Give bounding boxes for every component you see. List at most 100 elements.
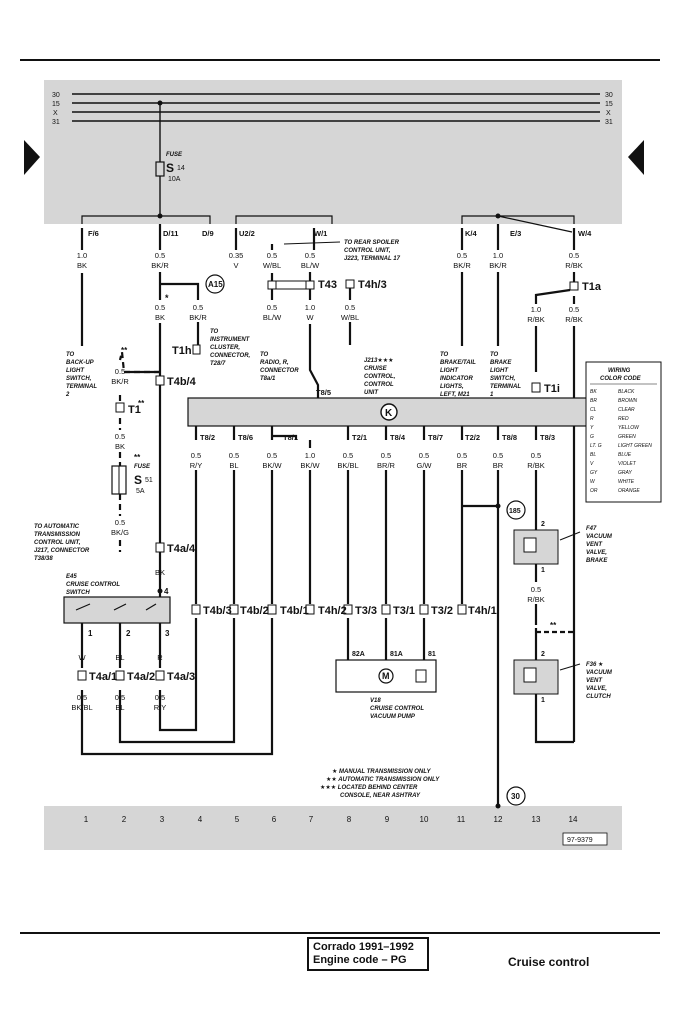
f36-pin-2: 2	[541, 651, 545, 658]
cc-name-2: CLEAR	[618, 407, 635, 413]
col-num-4: 4	[198, 815, 203, 824]
pin-t87: T8/7	[428, 433, 443, 442]
note-bt-4: INDICATOR	[440, 376, 473, 382]
conn-t4a3: T4a/3	[167, 671, 195, 683]
note-f47-3: VENT	[586, 542, 603, 548]
f36-pin-1: 1	[541, 697, 545, 704]
conn-t4b1: T4b/1	[280, 605, 309, 617]
page-title: Cruise control	[508, 955, 590, 969]
cc-abbr-0: BK	[590, 389, 597, 395]
term-d11: D/11	[163, 229, 178, 238]
fuse-s51-number: 51	[145, 477, 153, 484]
note-radio-2: RADIO, R,	[260, 360, 289, 366]
v18-pin-82a: 82A	[352, 651, 365, 658]
note-bt-2: BRAKE/TAIL	[440, 360, 476, 366]
fuse-s51-label: FUSE	[134, 464, 151, 470]
note-v18-3: VACUUM PUMP	[370, 714, 416, 720]
cc-name-9: GRAY	[618, 470, 632, 476]
e45-cruise-switch	[63, 596, 171, 624]
engine-text: Engine code – PG	[313, 954, 407, 966]
cc-abbr-5: G	[590, 434, 594, 440]
model-box: Corrado 1991–1992 Engine code – PG	[307, 937, 429, 971]
e45-pin-3: 3	[165, 629, 170, 638]
legend-note-1: ★ MANUAL TRANSMISSION ONLY	[332, 768, 431, 775]
w-j-6-g: 0.5	[381, 451, 391, 460]
w-c6-mid-g: 0.5	[267, 303, 277, 312]
v18-pins: 82A 81A 81	[352, 651, 436, 658]
fuse-panel	[44, 80, 622, 224]
cc-abbr-11: OR	[590, 488, 598, 494]
w-j-10-c: R/BK	[527, 461, 545, 470]
w-j-2-g: 0.5	[229, 451, 239, 460]
column-numbers: 1 2 3 4 5 6 7 8 9 10 11 12 13 14	[84, 815, 578, 824]
col-num-7: 7	[309, 815, 314, 824]
cc-name-6: LIGHT GREEN	[618, 443, 652, 449]
note-e45-2: CRUISE CONTROL	[66, 582, 120, 588]
note-v18: V18 CRUISE CONTROL VACUUM PUMP	[370, 698, 424, 720]
conn-t43: T43	[318, 279, 337, 291]
note-j213-3: CONTROL,	[364, 374, 396, 380]
pin-t81: T8/1	[283, 433, 298, 442]
note-backup-6: 2	[65, 392, 70, 398]
w-c1-top-g: 1.0	[77, 251, 87, 260]
pin-t86: T8/6	[238, 433, 253, 442]
pin-t84: T8/4	[390, 433, 406, 442]
note-instr-1: TO	[210, 329, 219, 335]
legend-note-4: CONSOLE, NEAR ASHTRAY	[340, 793, 421, 799]
conn-t1h: T1h	[172, 345, 192, 357]
w-c6-mid-c: BL/W	[263, 313, 282, 322]
note-j213: J213★★★ CRUISE CONTROL, CONTROL UNIT	[364, 357, 396, 396]
term-d9: D/9	[202, 229, 214, 238]
w-c3-top-g: 0.5	[155, 251, 165, 260]
model-text: Corrado 1991–1992	[313, 941, 414, 953]
w-c2-b-g: 0.5	[115, 432, 125, 441]
w-j-4-c: BK/W	[300, 461, 320, 470]
conn-t3-2: T3/2	[431, 605, 453, 617]
w-c14-mid-c: R/BK	[565, 315, 583, 324]
conn-t1: T1	[128, 404, 141, 416]
col-num-11: 11	[457, 815, 466, 824]
w-j-8-c: BR	[457, 461, 468, 470]
v18-pin-81a: 81A	[390, 651, 403, 658]
note-instr-3: CLUSTER,	[210, 345, 240, 351]
connector-blocks	[77, 279, 579, 681]
w-c6-top-g: 0.5	[267, 251, 277, 260]
cc-name-10: WHITE	[618, 479, 635, 485]
conn-t1a: T1a	[582, 281, 602, 293]
w-c3-mid-c: BK	[155, 313, 165, 322]
note-instr-4: CONNECTOR,	[210, 353, 251, 359]
col-num-12: 12	[494, 815, 503, 824]
cc-abbr-10: W	[590, 479, 596, 485]
w-j-5-c: BK/BL	[337, 461, 358, 470]
note-spoiler: TO REAR SPOILER CONTROL UNIT, J223, TERM…	[283, 240, 401, 262]
color-code-legend	[585, 361, 662, 503]
col3-star: *	[165, 293, 169, 303]
note-f36-3: VENT	[586, 678, 603, 684]
col-num-9: 9	[385, 815, 390, 824]
conn-t4b4: T4b/4	[167, 376, 197, 388]
w-c2-a-g: 0.5	[115, 367, 125, 376]
note-instr-2: INSTRUMENT	[210, 337, 251, 343]
rail-30-right: 30	[605, 92, 613, 99]
conn-t4h1: T4h/1	[468, 605, 497, 617]
legend-notes: ★ MANUAL TRANSMISSION ONLY ★★ AUTOMATIC …	[320, 768, 440, 799]
cc-abbr-9: GY	[590, 470, 598, 476]
conn-t4a1: T4a/1	[89, 671, 117, 683]
w-j-4-g: 1.0	[305, 451, 315, 460]
conn-t4h2: T4h/2	[318, 605, 347, 617]
rail-15-right: 15	[605, 101, 613, 108]
marker-a15	[205, 274, 225, 294]
w-c6-top-c: W/BL	[263, 261, 281, 270]
w-bl-1-g: 0.5	[77, 693, 87, 702]
color-code-title-1: WIRING	[608, 368, 631, 374]
note-f36-1: F36 ★	[586, 661, 603, 668]
note-f47-1: F47	[586, 526, 597, 532]
conn-t4b2: T4b/2	[240, 605, 269, 617]
cc-abbr-4: Y	[590, 425, 594, 431]
pin-t88: T8/8	[502, 433, 517, 442]
w-c7-mid-c: W	[306, 313, 314, 322]
note-bs-2: BRAKE	[490, 360, 512, 366]
w-c5-top-g: 0.35	[229, 251, 244, 260]
w-sw-1: W	[78, 653, 86, 662]
